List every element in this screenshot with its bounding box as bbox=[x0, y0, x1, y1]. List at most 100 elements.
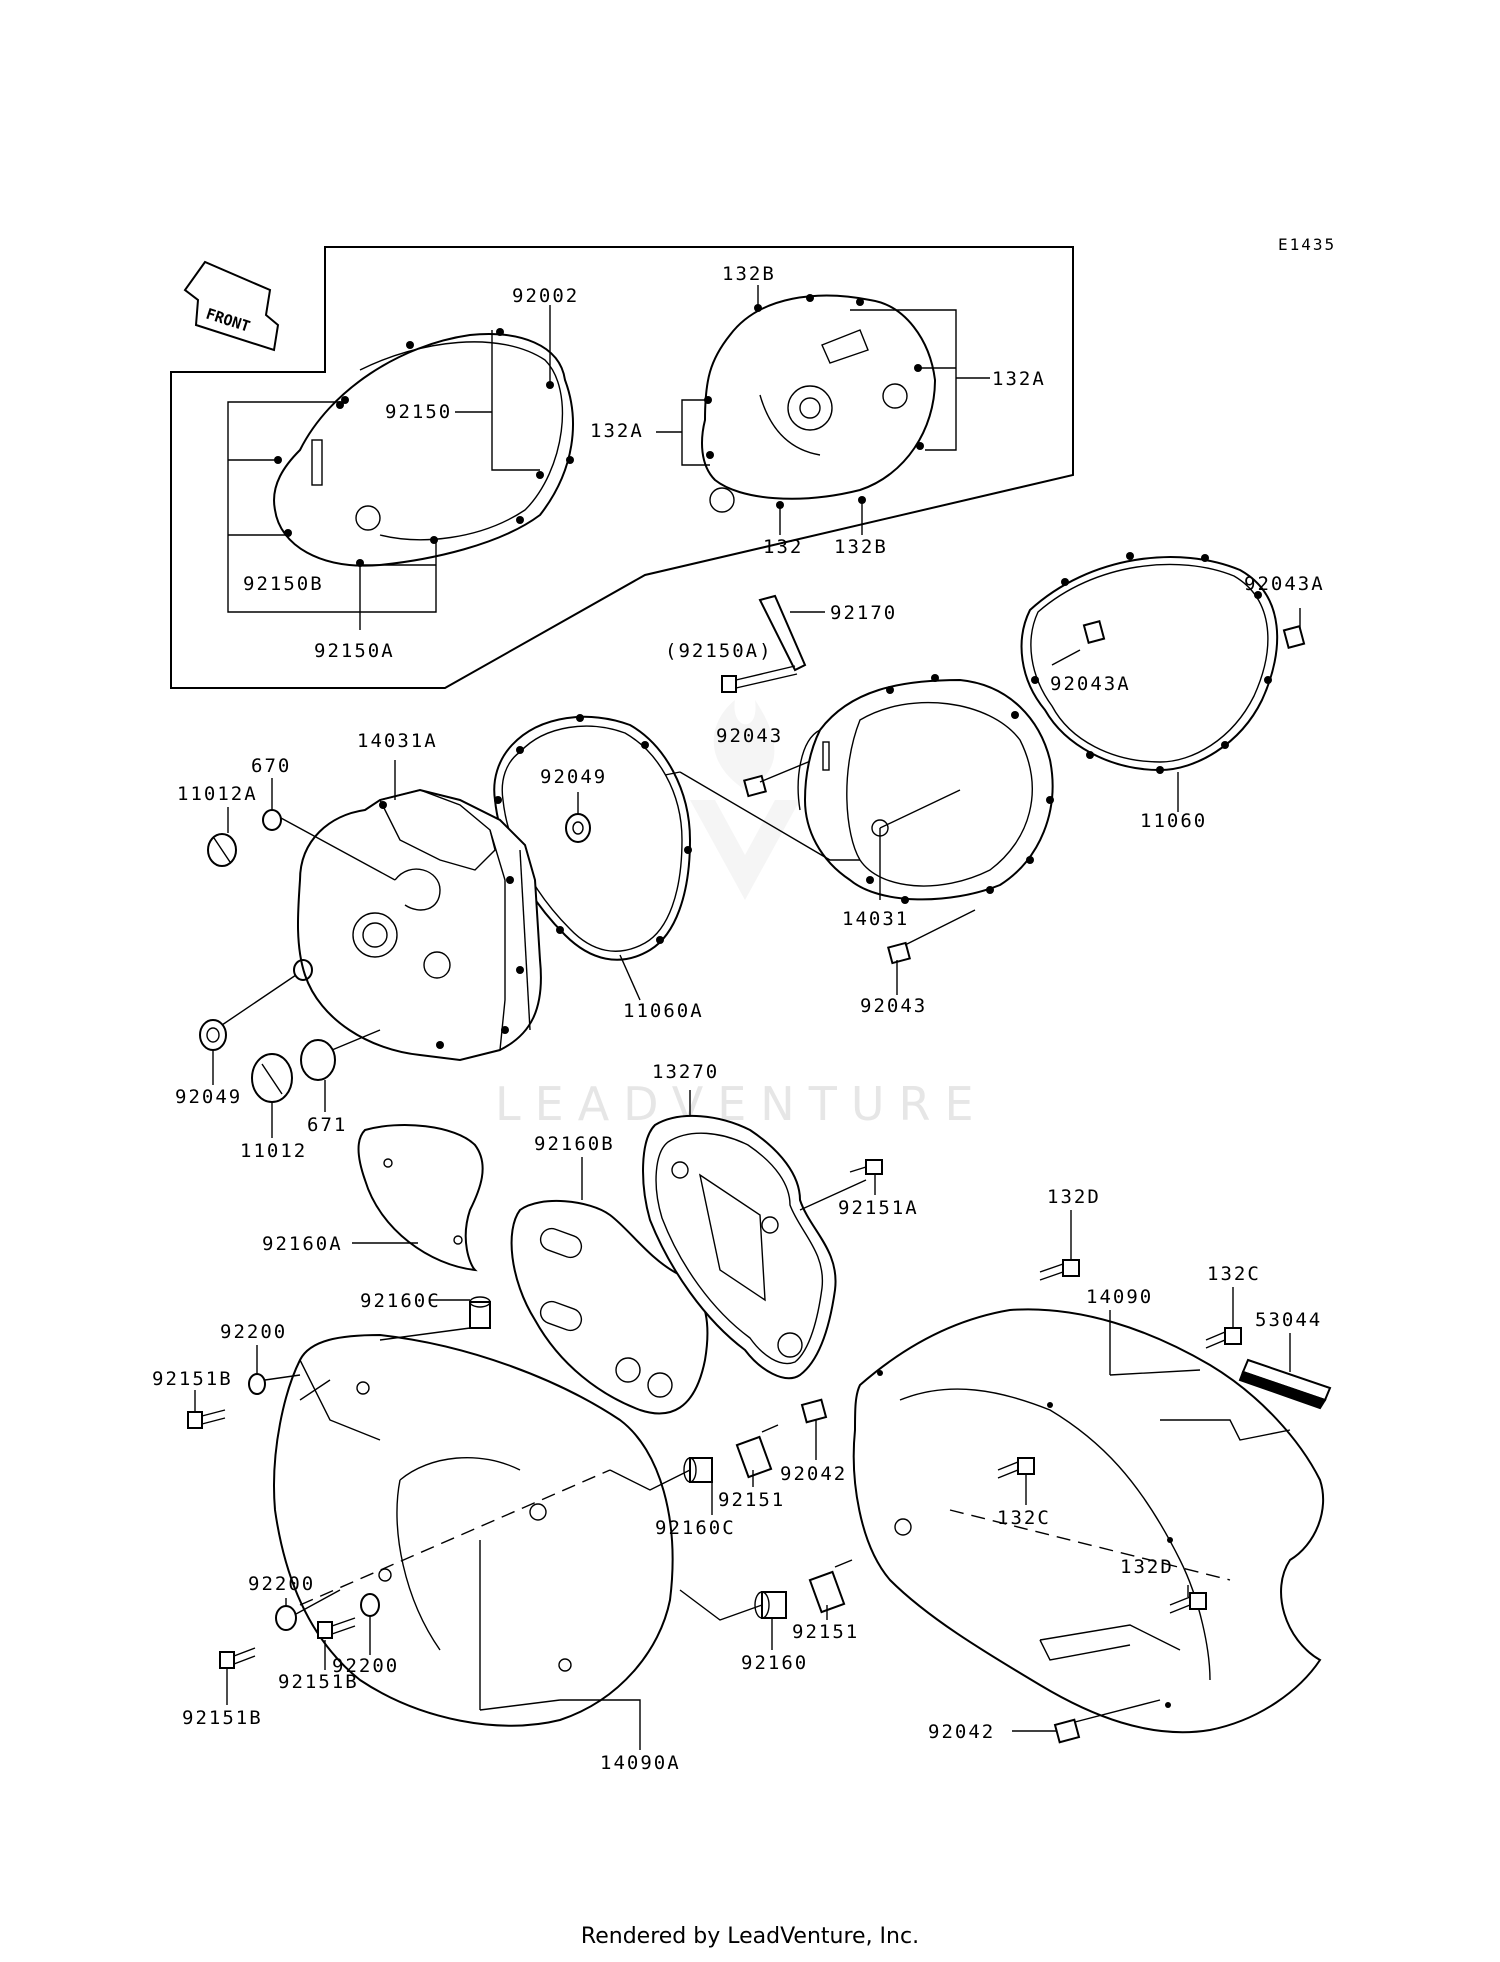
dowel-92042-bottom bbox=[1053, 1718, 1081, 1744]
label-92049-bottom: 92049 bbox=[175, 1086, 242, 1108]
oring-671 bbox=[300, 1039, 336, 1081]
label-11060: 11060 bbox=[1140, 810, 1207, 832]
label-13270: 13270 bbox=[652, 1061, 719, 1083]
washer-92200-low bbox=[360, 1593, 380, 1617]
leader-670 bbox=[271, 778, 396, 881]
plate-13270 bbox=[642, 1115, 837, 1380]
label-132A-left: 132A bbox=[590, 420, 644, 442]
label-92151A: 92151A bbox=[838, 1197, 919, 1219]
label-11060A: 11060A bbox=[623, 1000, 704, 1022]
bolt-132D-top bbox=[1039, 1259, 1080, 1281]
label-92150: 92150 bbox=[385, 401, 452, 423]
label-14090A: 14090A bbox=[600, 1752, 681, 1774]
leader-92043A-mid bbox=[1051, 649, 1081, 666]
clutch-cover-14090A bbox=[273, 1333, 674, 1727]
damper-92160C-top bbox=[469, 1296, 491, 1329]
pad-92160A bbox=[357, 1124, 484, 1272]
label-11012A: 11012A bbox=[177, 783, 258, 805]
label-92042-bottom: 92042 bbox=[928, 1721, 995, 1743]
label-92151-mid: 92151 bbox=[718, 1489, 785, 1511]
dowel-92043A-right bbox=[1282, 625, 1306, 649]
label-92160: 92160 bbox=[741, 1652, 808, 1674]
bolt-132C-mid bbox=[997, 1457, 1035, 1479]
pad-92160B bbox=[510, 1200, 709, 1415]
label-132B-bottom: 132B bbox=[834, 536, 888, 558]
label-92150B: 92150B bbox=[243, 573, 324, 595]
label-92200-mid: 92200 bbox=[248, 1573, 315, 1595]
label-92160C-top: 92160C bbox=[360, 1290, 441, 1312]
damper-92160C-mid bbox=[683, 1457, 713, 1483]
centerline-14090 bbox=[949, 1509, 1231, 1581]
leader-92160 bbox=[679, 1589, 773, 1650]
label-92150A: 92150A bbox=[314, 640, 395, 662]
label-92043A-right: 92043A bbox=[1244, 573, 1325, 595]
leader-671-to-cover bbox=[331, 1029, 381, 1051]
label-132D-top: 132D bbox=[1047, 1186, 1101, 1208]
bolt-92151B-mid bbox=[317, 1617, 356, 1639]
leader-92042-bottom bbox=[1012, 1699, 1161, 1732]
plug-11012A bbox=[207, 833, 237, 867]
label-132B-top: 132B bbox=[722, 263, 776, 285]
label-92200-top: 92200 bbox=[220, 1321, 287, 1343]
leader-92043-lower bbox=[896, 909, 976, 995]
leader-14090 bbox=[1109, 1310, 1201, 1376]
label-92043-upper: 92043 bbox=[716, 725, 783, 747]
outer-cover-14090 bbox=[852, 1308, 1325, 1734]
label-670: 670 bbox=[251, 755, 291, 777]
label-92151B-mid: 92151B bbox=[278, 1671, 359, 1693]
seal-small-bottom bbox=[293, 959, 313, 981]
spacer-92151-low bbox=[808, 1559, 853, 1614]
label-11012: 11012 bbox=[240, 1140, 307, 1162]
label-92150A-paren: (92150A) bbox=[665, 640, 773, 662]
label-92160A: 92160A bbox=[262, 1233, 343, 1255]
dowel-92042-mid bbox=[800, 1398, 828, 1424]
bolt-92151A bbox=[849, 1159, 883, 1175]
leader-92150B bbox=[227, 401, 437, 613]
bolt-92151B-top bbox=[187, 1409, 226, 1429]
label-92042-mid: 92042 bbox=[780, 1463, 847, 1485]
washer-92200-mid bbox=[275, 1605, 297, 1631]
gasket-11060 bbox=[1020, 552, 1279, 774]
label-92002: 92002 bbox=[512, 285, 579, 307]
bolt-132D-mid bbox=[1169, 1592, 1207, 1614]
crankcase-cover-14031 bbox=[797, 674, 1054, 904]
label-92043-lower: 92043 bbox=[860, 995, 927, 1017]
watermark-text: LEADVENTURE bbox=[495, 1077, 988, 1131]
seal-92049-top bbox=[565, 813, 591, 843]
inner-cover-gasket-side bbox=[273, 328, 574, 567]
plug-11012 bbox=[251, 1053, 293, 1103]
washer-92200-top bbox=[248, 1373, 266, 1395]
label-92200-low: 92200 bbox=[332, 1655, 399, 1677]
label-14031: 14031 bbox=[842, 908, 909, 930]
bolt-92150A bbox=[721, 665, 798, 693]
label-92151-low: 92151 bbox=[792, 1621, 859, 1643]
label-53044: 53044 bbox=[1255, 1309, 1322, 1331]
label-92160C-mid: 92160C bbox=[655, 1517, 736, 1539]
label-132A-right: 132A bbox=[992, 368, 1046, 390]
leader-92200-top bbox=[256, 1345, 301, 1381]
label-132D-mid: 132D bbox=[1120, 1556, 1174, 1578]
group-outline bbox=[170, 246, 1074, 689]
front-arrow-icon: FRONT bbox=[183, 260, 280, 352]
dowel-92043-lower bbox=[887, 941, 911, 965]
centerline-14090A bbox=[299, 1469, 611, 1606]
label-132C-mid: 132C bbox=[997, 1507, 1051, 1529]
oring-670 bbox=[262, 809, 282, 831]
label-92049-top: 92049 bbox=[540, 766, 607, 788]
dowel-92043A-mid bbox=[1082, 620, 1106, 644]
label-132: 132 bbox=[763, 536, 803, 558]
leader-11060A bbox=[619, 954, 641, 1001]
label-92151B-bottom: 92151B bbox=[182, 1707, 263, 1729]
cover-14031A bbox=[297, 788, 542, 1062]
label-671: 671 bbox=[307, 1114, 347, 1136]
footer-credit: Rendered by LeadVenture, Inc. bbox=[580, 1924, 920, 1949]
leader-132A-left bbox=[656, 399, 710, 466]
label-14090: 14090 bbox=[1086, 1286, 1153, 1308]
bolt-132C-top bbox=[1205, 1327, 1242, 1349]
label-92160B: 92160B bbox=[534, 1133, 615, 1155]
dowel-92043-upper bbox=[743, 774, 767, 798]
leader-92049-bottom bbox=[212, 974, 297, 1085]
spacer-92151-mid bbox=[735, 1424, 779, 1479]
leader-92160C-top bbox=[379, 1299, 471, 1341]
label-92043A-mid: 92043A bbox=[1050, 673, 1131, 695]
